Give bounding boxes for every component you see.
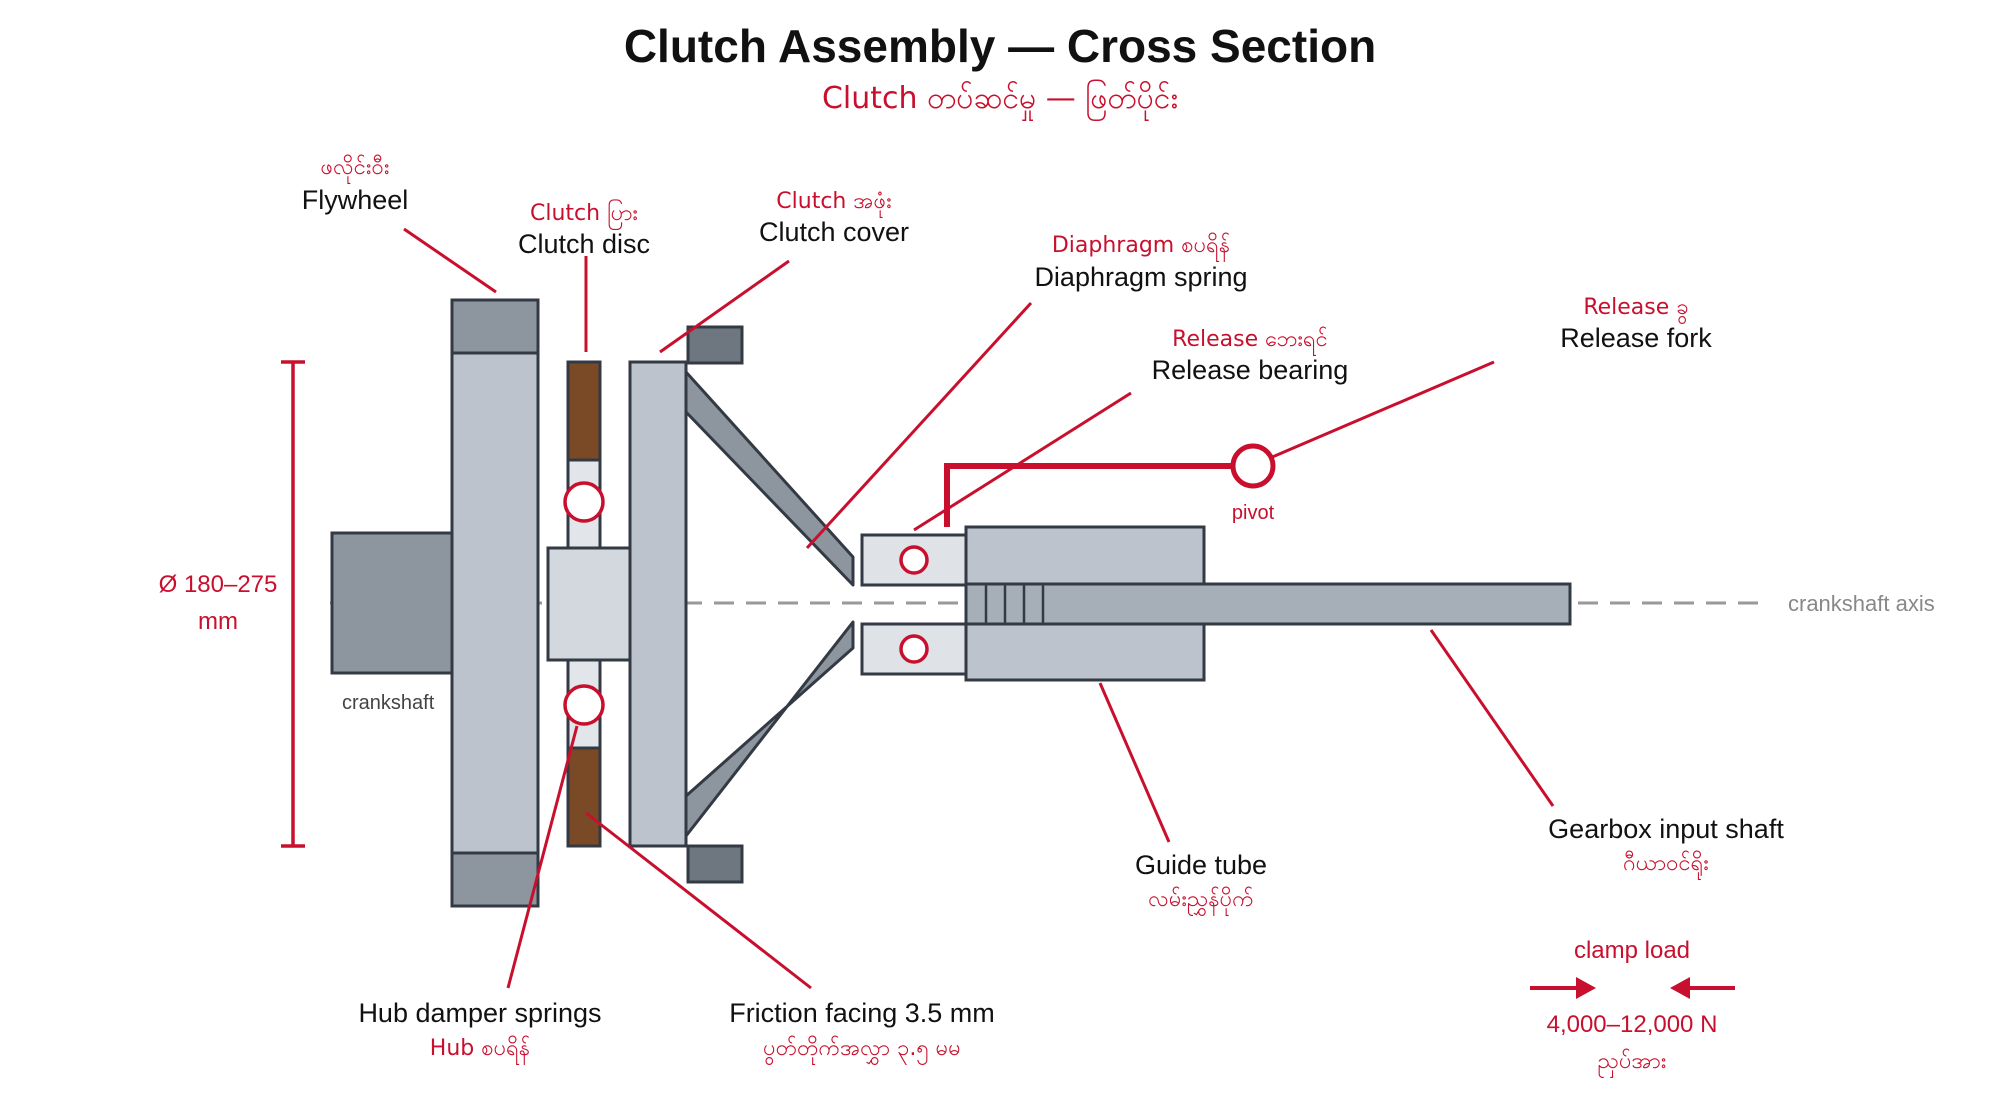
clutch-disc-hub	[546, 546, 634, 662]
pivot-label: pivot	[1232, 502, 1275, 524]
gearbox-input-shaft	[964, 582, 1572, 626]
release-fork-label-my: Release ခွ	[1583, 295, 1688, 325]
release-bearing-label-en: Release bearing	[1152, 355, 1349, 385]
flywheel-body	[450, 351, 540, 855]
hub-damper-springs-label-my: Hub စပရိန်	[430, 1035, 530, 1065]
hub-damper-spring-top	[563, 481, 605, 523]
clutch-cover-top-block	[686, 325, 744, 365]
clamp-arrow-right	[1530, 977, 1596, 999]
leader-diaphragm-spring	[805, 301, 1033, 550]
crankshaft	[330, 531, 456, 675]
leader-release-fork	[1269, 360, 1495, 460]
friction-facing-label-my: ပွတ်တိုက်အလွှာ ၃.၅ မမ	[763, 1035, 961, 1066]
hub-damper-springs-label-en: Hub damper springs	[358, 998, 601, 1028]
leader-guide-tube	[1098, 682, 1171, 843]
flywheel-ring-gear-top	[450, 298, 540, 355]
shaft-splines	[984, 584, 1045, 624]
flywheel-label-en: Flywheel	[302, 185, 409, 215]
friction-facing-bottom	[566, 746, 602, 848]
gearbox-input-shaft-label-my: ဂီယာဝင်ရိုး	[1623, 850, 1709, 880]
hub-damper-spring-bottom	[563, 684, 605, 726]
bearing-ball-lower	[899, 634, 929, 664]
leader-flywheel	[403, 227, 497, 294]
guide-tube-label-en: Guide tube	[1135, 850, 1267, 880]
bearing-ball-upper	[899, 545, 929, 575]
guide-tube-label-my: လမ်းညွှန်ပိုက်	[1148, 886, 1254, 916]
friction-facing-label-en: Friction facing 3.5 mm	[729, 998, 995, 1028]
clutch-disc-label-my: Clutch ပြား	[530, 199, 638, 230]
crankshaft-axis-label: crankshaft axis	[1788, 591, 1935, 616]
clamp-load-label-my: ညှပ်အား	[1598, 1048, 1667, 1079]
diaphragm-spring-upper	[684, 370, 855, 587]
crankshaft-label: crankshaft	[342, 692, 435, 714]
leader-release-bearing	[913, 391, 1132, 532]
clamp-load-title: clamp load	[1574, 937, 1690, 964]
release-fork	[944, 463, 1252, 527]
gearbox-input-shaft-label-en: Gearbox input shaft	[1548, 814, 1784, 844]
flywheel-ring-gear-bottom	[450, 851, 540, 908]
release-fork-label-en: Release fork	[1560, 323, 1712, 353]
leader-gearbox-input-shaft	[1429, 629, 1555, 807]
leader-friction-facing	[585, 811, 812, 990]
diameter-value: Ø 180–275	[159, 571, 278, 598]
clamp-arrow-left	[1670, 977, 1735, 999]
flywheel-label-my: ဖလိုင်းဝီး	[321, 154, 390, 184]
diaphragm-spring-label-my: Diaphragm စပရိန်	[1052, 232, 1230, 262]
fork-pivot	[1230, 443, 1276, 489]
clutch-cover-label-en: Clutch cover	[759, 217, 909, 247]
diameter-unit: mm	[198, 608, 238, 635]
release-bearing-label-my: Release ဘေးရင်	[1172, 326, 1328, 356]
leader-clutch-cover	[659, 259, 790, 354]
diaphragm-spring-label-en: Diaphragm spring	[1034, 262, 1247, 292]
clutch-cover-bottom-block	[686, 844, 744, 884]
diaphragm-spring-lower	[684, 620, 855, 838]
leader-hub-damper-springs	[506, 725, 579, 989]
diagram-title: Clutch Assembly — Cross Section	[624, 20, 1376, 72]
diagram-subtitle: Clutch တပ်ဆင်မှု — ဖြတ်ပိုင်း	[822, 79, 1178, 122]
pressure-plate	[628, 360, 688, 848]
diameter-dimension	[281, 360, 305, 848]
clutch-cover-label-my: Clutch အဖုံး	[776, 189, 891, 218]
friction-facing-top	[566, 360, 602, 462]
clutch-disc-label-en: Clutch disc	[518, 229, 650, 259]
clamp-load-value: 4,000–12,000 N	[1547, 1011, 1718, 1038]
